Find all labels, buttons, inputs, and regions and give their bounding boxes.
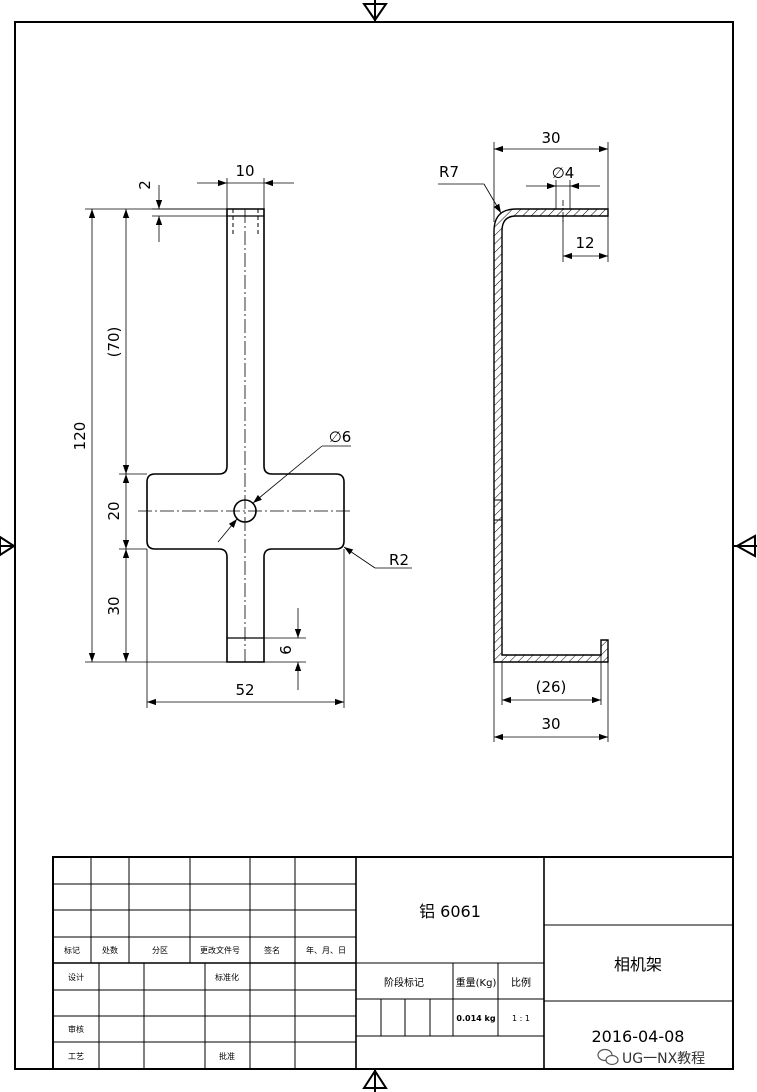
label-standardize: 标准化: [215, 972, 239, 982]
dim-side-hole: ∅4: [552, 164, 575, 182]
front-view: 10 2 120 (70) 20 30 ∅6 R2 6 52: [71, 162, 412, 708]
title-block-text: 标记 处数 分区 更改文件号 签名 年、月、日 设计 标准化 审核 工艺 批准 …: [64, 902, 684, 1061]
label-design: 设计: [68, 972, 84, 982]
side-view: 30 R7 ∅4 12 (26) 30: [438, 129, 609, 742]
title-block: [52, 856, 734, 1070]
watermark: UG一NX教程: [597, 1048, 705, 1067]
dim-hole: ∅6: [329, 428, 352, 446]
dim-total-height: 120: [71, 422, 89, 451]
watermark-text: UG一NX教程: [622, 1051, 705, 1067]
header-zone: 分区: [152, 946, 168, 955]
sheet-border: [14, 21, 734, 1070]
dim-upper: (70): [105, 327, 123, 358]
header-date: 年、月、日: [306, 945, 346, 955]
dim-lower: 30: [105, 596, 123, 615]
centering-mark-top: [362, 0, 388, 22]
header-change-doc: 更改文件号: [200, 945, 240, 955]
dim-top-width: 10: [235, 162, 254, 180]
stage-mark-label: 阶段标记: [384, 976, 424, 989]
drawing-date: 2016-04-08: [592, 1027, 685, 1046]
weight-value: 0.014 kg: [456, 1014, 495, 1023]
part-name: 相机架: [614, 955, 662, 974]
dim-hole-offset: 12: [575, 234, 594, 252]
centering-mark-right: [733, 534, 757, 558]
label-process: 工艺: [68, 1052, 84, 1061]
header-count: 处数: [102, 945, 118, 955]
weight-label: 重量(Kg): [456, 976, 497, 989]
wechat-logo-icon: [597, 1048, 619, 1066]
front-view-outline: [146, 208, 345, 663]
material: 铝 6061: [419, 902, 481, 921]
header-signature: 签名: [264, 945, 280, 955]
dim-middle: 20: [105, 501, 123, 520]
header-mark: 标记: [64, 945, 80, 955]
label-approve: 批准: [219, 1051, 235, 1061]
scale-value: 1 : 1: [512, 1014, 530, 1023]
dim-bottom-overall: 30: [541, 715, 560, 733]
dim-top-overall: 30: [541, 129, 560, 147]
dim-bottom-slot: 6: [277, 645, 295, 655]
label-review: 审核: [68, 1024, 84, 1034]
dim-bottom-inner: (26): [536, 678, 567, 696]
dim-top-slot: 2: [136, 180, 154, 190]
dim-width: 52: [235, 681, 254, 699]
dim-radius: R2: [389, 551, 409, 569]
side-view-section: [493, 208, 609, 663]
centering-mark-bottom: [362, 1069, 388, 1092]
scale-label: 比例: [511, 976, 531, 989]
centering-mark-left: [0, 535, 16, 557]
dim-bend-radius: R7: [439, 163, 459, 181]
